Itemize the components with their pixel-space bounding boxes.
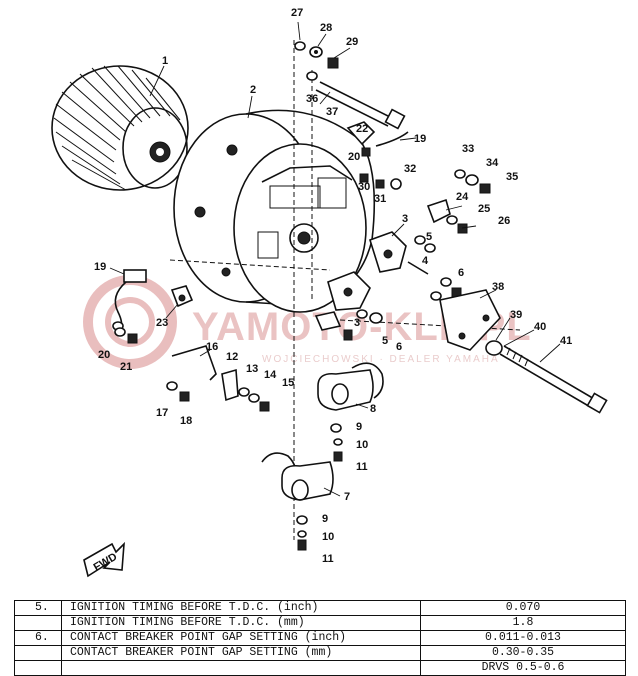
table-row: 6. CONTACT BREAKER POINT GAP SETTING (in…: [14, 630, 626, 646]
callout-9-lower: 9: [322, 513, 328, 525]
spec-value: DRVS 0.5-0.6: [420, 660, 626, 676]
callout-37: 37: [326, 106, 338, 118]
callout-21: 21: [120, 361, 132, 373]
table-row: CONTACT BREAKER POINT GAP SETTING (mm) 0…: [14, 645, 626, 661]
callout-16: 16: [206, 341, 218, 353]
callout-11-upper: 11: [356, 461, 368, 473]
callout-36: 36: [306, 93, 318, 105]
table-row: IGNITION TIMING BEFORE T.D.C. (mm) 1.8: [14, 615, 626, 631]
callout-17: 17: [156, 407, 168, 419]
spec-number: 5.: [14, 600, 62, 616]
callout-3-lower: 3: [354, 317, 360, 329]
callout-1: 1: [162, 55, 168, 67]
callout-38: 38: [492, 281, 504, 293]
callout-8: 8: [370, 403, 376, 415]
callout-33: 33: [462, 143, 474, 155]
callout-26: 26: [498, 215, 510, 227]
contact-breaker-lower: [314, 271, 383, 341]
callout-10-lower: 10: [322, 531, 334, 543]
callout-5-upper: 5: [426, 231, 432, 243]
breaker-cam-7: [261, 452, 334, 551]
callout-5-lower: 5: [382, 335, 388, 347]
spec-value: 0.30-0.35: [420, 645, 626, 661]
wire-connector-left: [112, 269, 194, 344]
stator-housing: [173, 109, 376, 313]
callout-27: 27: [291, 7, 303, 19]
callout-35: 35: [506, 171, 518, 183]
callout-6-lower: 6: [396, 341, 402, 353]
callout-12: 12: [226, 351, 238, 363]
spec-number: [14, 645, 62, 661]
shaft-assembly: [439, 289, 608, 414]
spec-value: 1.8: [420, 615, 626, 631]
callout-13: 13: [246, 363, 258, 375]
callout-3-upper: 3: [402, 213, 408, 225]
callout-10-upper: 10: [356, 439, 368, 451]
bracket-assembly: [166, 345, 270, 412]
spec-number: 6.: [14, 630, 62, 646]
callout-20-left: 20: [98, 349, 110, 361]
long-bolt-37: [315, 81, 406, 130]
callout-29: 29: [346, 36, 358, 48]
spec-number: [14, 615, 62, 631]
callout-41: 41: [560, 335, 572, 347]
callout-30: 30: [358, 181, 370, 193]
callout-39: 39: [510, 309, 522, 321]
spec-description: CONTACT BREAKER POINT GAP SETTING (inch): [61, 630, 421, 646]
spec-value: 0.070: [420, 600, 626, 616]
leader-lines: [109, 21, 561, 497]
exploded-parts-diagram: YAMOTO-KLE.PL WOJCIECHOWSKI · DEALER YAM…: [51, 7, 608, 578]
callout-25: 25: [478, 203, 490, 215]
callout-11-lower: 11: [322, 553, 334, 565]
callout-18: 18: [180, 415, 192, 427]
callout-34: 34: [486, 157, 499, 169]
callout-14: 14: [264, 369, 277, 381]
table-row: DRVS 0.5-0.6: [14, 660, 626, 676]
watermark-subtitle: WOJCIECHOWSKI · DEALER YAMAHA: [262, 354, 500, 365]
callout-6-upper: 6: [458, 267, 464, 279]
callout-23: 23: [156, 317, 168, 329]
spec-description: IGNITION TIMING BEFORE T.D.C. (mm): [61, 615, 421, 631]
spec-description: [61, 660, 421, 676]
callout-2: 2: [250, 84, 256, 96]
callout-24: 24: [456, 191, 469, 203]
spec-number: [14, 660, 62, 676]
hardware-right: [426, 169, 491, 234]
callout-28: 28: [320, 22, 332, 34]
clip-22: [346, 121, 409, 190]
callout-31: 31: [374, 193, 386, 205]
callout-40: 40: [534, 321, 546, 333]
callout-labels: 27 28 29 1 2 36 37 22 19 20 30 31 32 33 …: [94, 7, 572, 565]
breaker-cam-8: [317, 362, 384, 462]
spec-description: IGNITION TIMING BEFORE T.D.C. (inch): [61, 600, 421, 616]
callout-19-left: 19: [94, 261, 106, 273]
callout-4: 4: [422, 255, 429, 267]
callout-15: 15: [282, 377, 294, 389]
table-row: 5. IGNITION TIMING BEFORE T.D.C. (inch) …: [14, 600, 626, 616]
callout-32: 32: [404, 163, 416, 175]
forward-arrow-icon: FWD: [83, 541, 125, 578]
rotor-armature: [51, 65, 189, 191]
spec-value: 0.011-0.013: [420, 630, 626, 646]
callout-9-upper: 9: [356, 421, 362, 433]
callout-7: 7: [344, 491, 350, 503]
washers-top: [294, 41, 339, 81]
spec-description: CONTACT BREAKER POINT GAP SETTING (mm): [61, 645, 421, 661]
callout-19-top: 19: [414, 133, 426, 145]
callout-22: 22: [356, 123, 368, 135]
contact-breaker-upper: [369, 231, 462, 301]
callout-20-top: 20: [348, 151, 360, 163]
